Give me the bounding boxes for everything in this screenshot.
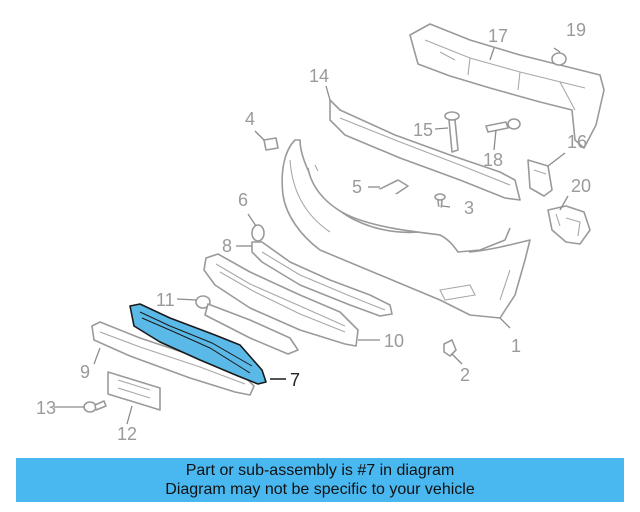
part-11-retainer (195, 295, 299, 355)
part-8-grille (251, 241, 393, 317)
part-10-lower-grille (203, 253, 359, 347)
callout-18: 18 (483, 150, 503, 170)
part-13-screw (83, 400, 107, 413)
part-18-screw (485, 118, 521, 133)
banner-line-part: Part or sub-assembly is #7 in diagram (185, 462, 455, 479)
part-19-clip (551, 52, 567, 66)
banner-line-disclaimer: Diagram may not be specific to your vehi… (165, 481, 475, 498)
callout-12: 12 (117, 424, 137, 444)
callout-13: 13 (36, 398, 56, 418)
callout-3: 3 (464, 198, 474, 218)
part-1-bumper-cover (281, 139, 531, 319)
part-2-retainer (443, 339, 457, 357)
leader-lines (54, 47, 569, 425)
callout-5: 5 (352, 177, 362, 197)
callout-7: 7 (290, 370, 300, 390)
callout-15: 15 (413, 120, 433, 140)
part-3-push-clip (434, 193, 446, 211)
callout-4: 4 (245, 109, 255, 129)
callout-19: 19 (566, 20, 586, 40)
callout-16: 16 (567, 132, 587, 152)
callout-labels: 19 17 14 4 15 16 18 5 20 6 3 8 11 10 1 9… (36, 20, 591, 444)
callout-1: 1 (511, 336, 521, 356)
parts-diagram: 19 17 14 4 15 16 18 5 20 6 3 8 11 10 1 9… (36, 20, 605, 444)
callout-17: 17 (488, 26, 508, 46)
callout-2: 2 (460, 365, 470, 385)
part-4-clip (263, 137, 279, 151)
callout-8: 8 (222, 236, 232, 256)
callout-10: 10 (384, 331, 404, 351)
part-12-plate-bracket (107, 371, 161, 411)
part-20-sensor (547, 205, 591, 245)
callout-9: 9 (80, 362, 90, 382)
info-banner: Part or sub-assembly is #7 in diagram Di… (16, 458, 624, 502)
part-15-bolt (444, 111, 460, 153)
callout-14: 14 (309, 66, 329, 86)
part-7-highlighted-grille[interactable] (129, 303, 267, 385)
callout-6: 6 (238, 190, 248, 210)
part-6-clip (251, 224, 265, 242)
part-9-molding (91, 321, 255, 396)
part-17-support-beam (409, 23, 605, 149)
callout-20: 20 (571, 176, 591, 196)
callout-11: 11 (156, 290, 175, 310)
part-16-bracket (527, 159, 553, 197)
part-14-reinforcement (329, 99, 521, 201)
